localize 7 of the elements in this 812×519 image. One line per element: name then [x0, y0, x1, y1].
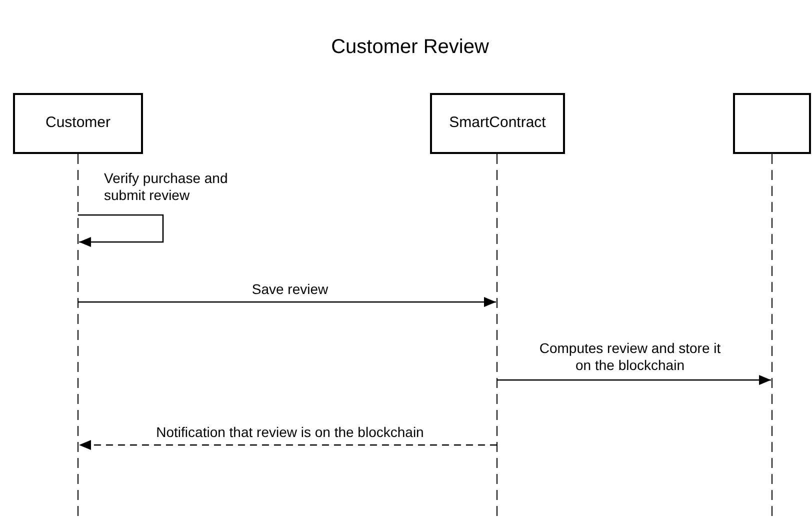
diagram-title: Customer Review [330, 35, 490, 60]
message-arrow [78, 297, 496, 307]
participant-name: Customer [45, 113, 111, 134]
message-arrow [78, 214, 164, 247]
participant-name: SmartContract [449, 113, 546, 134]
message-arrow [497, 375, 771, 385]
message-arrow [79, 440, 497, 450]
